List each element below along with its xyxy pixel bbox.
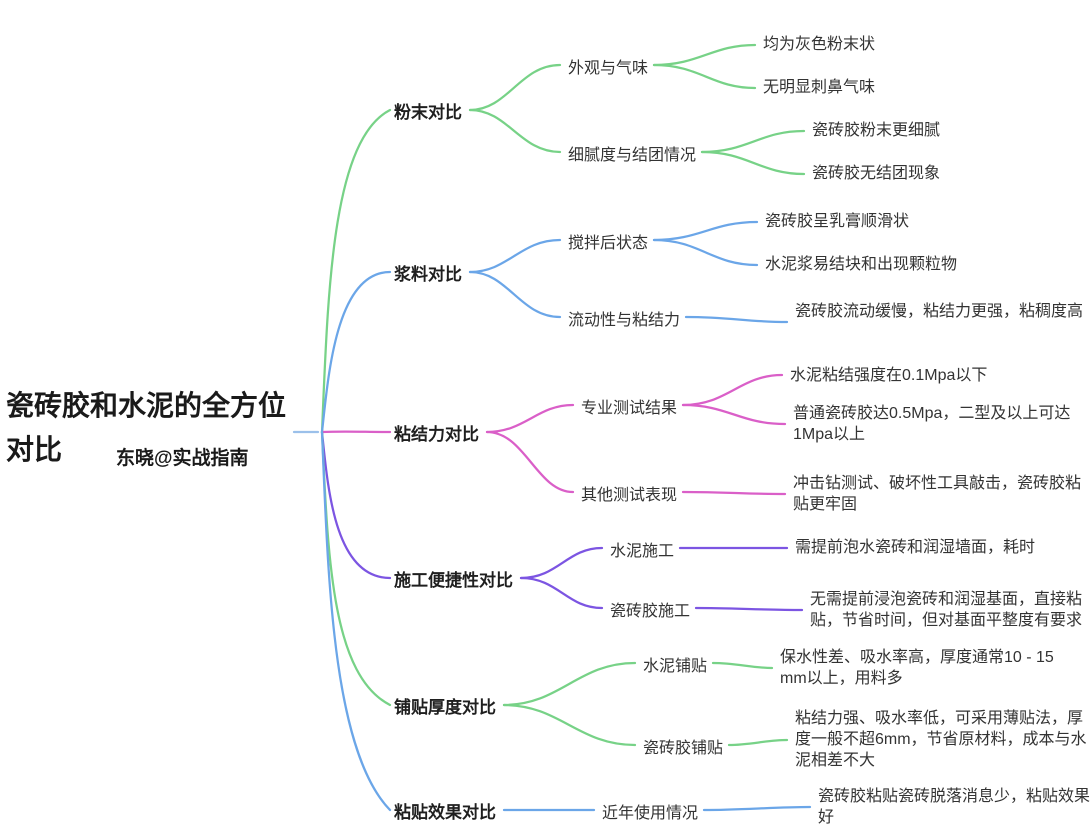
- leaf-finer-powder: 瓷砖胶粉末更细腻: [812, 122, 941, 139]
- edge-fineness-leaf1: [700, 129, 806, 154]
- edge-bond-protest: [485, 403, 575, 434]
- edge-powder-appearance: [468, 63, 562, 112]
- edge-adhesivelay-leaf1: [727, 738, 789, 747]
- edge-powder-fineness: [468, 108, 562, 154]
- edge-appearance-leaf1: [652, 43, 757, 67]
- edge-hub-branch-slurry: [320, 270, 392, 434]
- sub-cement-laying: 水泥铺贴: [643, 658, 708, 675]
- leaf-slow-flow: 瓷砖胶流动缓慢，粘结力更强，粘稠度高: [795, 303, 1084, 320]
- leaf-cement-lumps: 水泥浆易结块和出现颗粒物: [765, 256, 958, 273]
- leaf-no-presoak: 无需提前浸泡瓷砖和润湿基面，直接粘贴，节省时间，但对基面平整度有要求: [810, 591, 1083, 629]
- edge-fineness-leaf2: [700, 150, 806, 176]
- branch-bond: 粘结力对比: [394, 425, 479, 444]
- edge-bond-othertest: [485, 430, 575, 494]
- sub-fineness-clumping: 细腻度与结团情况: [568, 147, 697, 164]
- edge-cementlay-leaf1: [711, 661, 774, 670]
- sub-adhesive-laying: 瓷砖胶铺贴: [643, 740, 724, 757]
- edge-othertest-leaf1: [681, 490, 787, 496]
- leaf-impact-test: 冲击钻测试、破坏性工具敲击，瓷砖胶粘贴更牢固: [793, 475, 1082, 513]
- edge-protest-leaf1: [681, 373, 784, 407]
- sub-cement-work: 水泥施工: [610, 543, 675, 560]
- branch-construction: 施工便捷性对比: [394, 571, 513, 590]
- branch-effect: 粘贴效果对比: [394, 803, 496, 822]
- edge-flow-leaf1: [684, 315, 789, 324]
- edge-hub-branch-thickness: [320, 430, 392, 707]
- edge-construction-cement: [519, 546, 604, 580]
- leaf-adhesive-strength: 普通瓷砖胶达0.5Mpa，二型及以上可达1Mpa以上: [793, 405, 1071, 443]
- root-subtitle: 东晓@实战指南: [116, 448, 249, 469]
- edge-construction-adhesive: [519, 576, 604, 610]
- leaf-no-smell: 无明显刺鼻气味: [763, 79, 876, 96]
- leaf-thick-layer: 保水性差、吸水率高，厚度通常10 - 15 mm以上，用料多: [780, 649, 1054, 687]
- sub-flow-bond: 流动性与粘结力: [568, 312, 681, 329]
- edge-thickness-cementlay: [502, 661, 637, 707]
- root-title: 瓷砖胶和水泥的全方位对比: [6, 390, 287, 465]
- sub-mixed-state: 搅拌后状态: [568, 235, 649, 252]
- edge-slurry-state: [468, 238, 562, 274]
- sub-recent-usage: 近年使用情况: [602, 805, 699, 822]
- leaf-creamy: 瓷砖胶呈乳膏顺滑状: [765, 213, 910, 230]
- leaf-good-effect: 瓷砖胶粘贴瓷砖脱落消息少，粘贴效果好: [818, 788, 1091, 826]
- edge-protest-leaf2: [681, 403, 787, 426]
- sub-other-test: 其他测试表现: [581, 487, 678, 504]
- edge-appearance-leaf2: [652, 63, 757, 90]
- leaf-no-clump: 瓷砖胶无结团现象: [812, 165, 941, 182]
- leaf-presoak-needed: 需提前泡水瓷砖和润湿墙面，耗时: [795, 539, 1036, 556]
- leaf-gray-powder: 均为灰色粉末状: [763, 36, 876, 53]
- edge-hub-branch-construction: [320, 430, 392, 580]
- leaf-thin-layer: 粘结力强、吸水率低，可采用薄贴法，厚度一般不超6mm，节省原材料，成本与水泥相差…: [795, 710, 1087, 769]
- edge-thickness-adhesivelay: [502, 703, 637, 747]
- sub-appearance-smell: 外观与气味: [568, 60, 649, 77]
- leaf-cement-strength: 水泥粘结强度在0.1Mpa以下: [790, 367, 988, 384]
- edge-state-leaf2: [652, 238, 759, 267]
- edge-adhesivework-leaf1: [694, 606, 804, 612]
- branch-powder: 粉末对比: [394, 103, 462, 122]
- edge-recentuse-leaf1: [702, 805, 812, 812]
- branch-thickness: 铺贴厚度对比: [394, 698, 496, 717]
- edge-slurry-flow: [468, 270, 562, 319]
- sub-pro-test: 专业测试结果: [581, 400, 678, 417]
- edge-state-leaf1: [652, 220, 759, 242]
- edge-hub-branch-powder: [320, 108, 392, 434]
- sub-adhesive-work: 瓷砖胶施工: [610, 603, 691, 620]
- edge-hub-branch-effect: [320, 430, 392, 812]
- branch-slurry: 浆料对比: [394, 265, 462, 284]
